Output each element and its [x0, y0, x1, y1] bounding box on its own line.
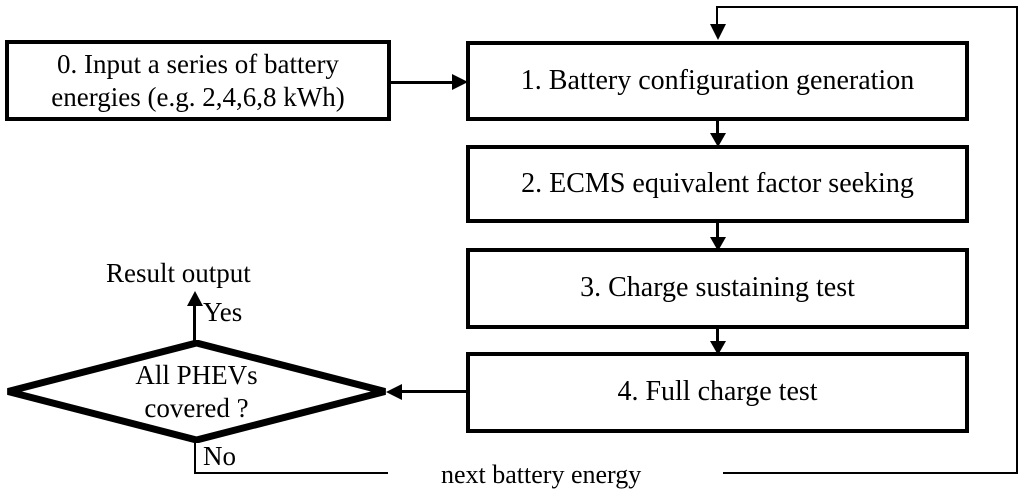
process-box-0-label: 0. Input a series of battery energies (e…	[51, 48, 345, 112]
edge-box2-to-box3-arrowhead	[710, 237, 726, 251]
process-box-1-label: 1. Battery configuration generation	[520, 64, 915, 96]
edge-box4-to-decision-line	[398, 390, 468, 393]
edge-box4-to-decision-arrowhead	[386, 384, 402, 400]
process-box-4-label: 4. Full charge test	[617, 376, 818, 408]
edge-box2-to-box3-line	[716, 223, 719, 243]
edge-box1-to-box2-arrowhead	[710, 133, 726, 147]
no-branch-label: No	[203, 441, 236, 471]
edge-decision-no-horizontal-left	[194, 472, 388, 474]
feedback-loop-arrowhead-into-box1	[710, 24, 726, 40]
edge-decision-no-vertical	[194, 441, 196, 474]
edge-box3-to-box4-arrowhead	[710, 341, 726, 355]
feedback-loop-bottom-right-segment	[723, 472, 1018, 474]
edge-decision-yes-line	[193, 298, 196, 342]
process-box-2-ecms-equivalent-factor-seeking[interactable]: 2. ECMS equivalent factor seeking	[466, 145, 969, 223]
edge-box0-to-box1-arrowhead	[452, 74, 468, 90]
process-box-0-input-battery-energies[interactable]: 0. Input a series of battery energies (e…	[5, 40, 391, 121]
feedback-loop-top-horizontal	[716, 6, 1018, 8]
next-battery-energy-label: next battery energy	[441, 460, 642, 489]
edge-box0-to-box1-line	[391, 81, 455, 84]
process-box-3-charge-sustaining-test[interactable]: 3. Charge sustaining test	[466, 248, 969, 329]
process-box-4-full-charge-test[interactable]: 4. Full charge test	[466, 352, 969, 433]
result-output-label: Result output	[106, 258, 251, 288]
feedback-loop-right-vertical	[1016, 6, 1018, 474]
feedback-loop-down-into-box1	[716, 6, 718, 30]
edge-box3-to-box4-line	[716, 329, 719, 347]
edge-box1-to-box2-line	[716, 121, 719, 139]
process-box-2-label: 2. ECMS equivalent factor seeking	[521, 167, 914, 199]
edge-decision-yes-arrowhead	[187, 291, 203, 306]
yes-branch-label: Yes	[203, 297, 243, 327]
process-box-3-label: 3. Charge sustaining test	[580, 272, 855, 304]
process-box-1-battery-configuration-generation[interactable]: 1. Battery configuration generation	[466, 41, 969, 121]
decision-all-phevs-covered[interactable]: All PHEVs covered ?	[5, 340, 388, 443]
decision-diamond-shape	[7, 340, 386, 443]
